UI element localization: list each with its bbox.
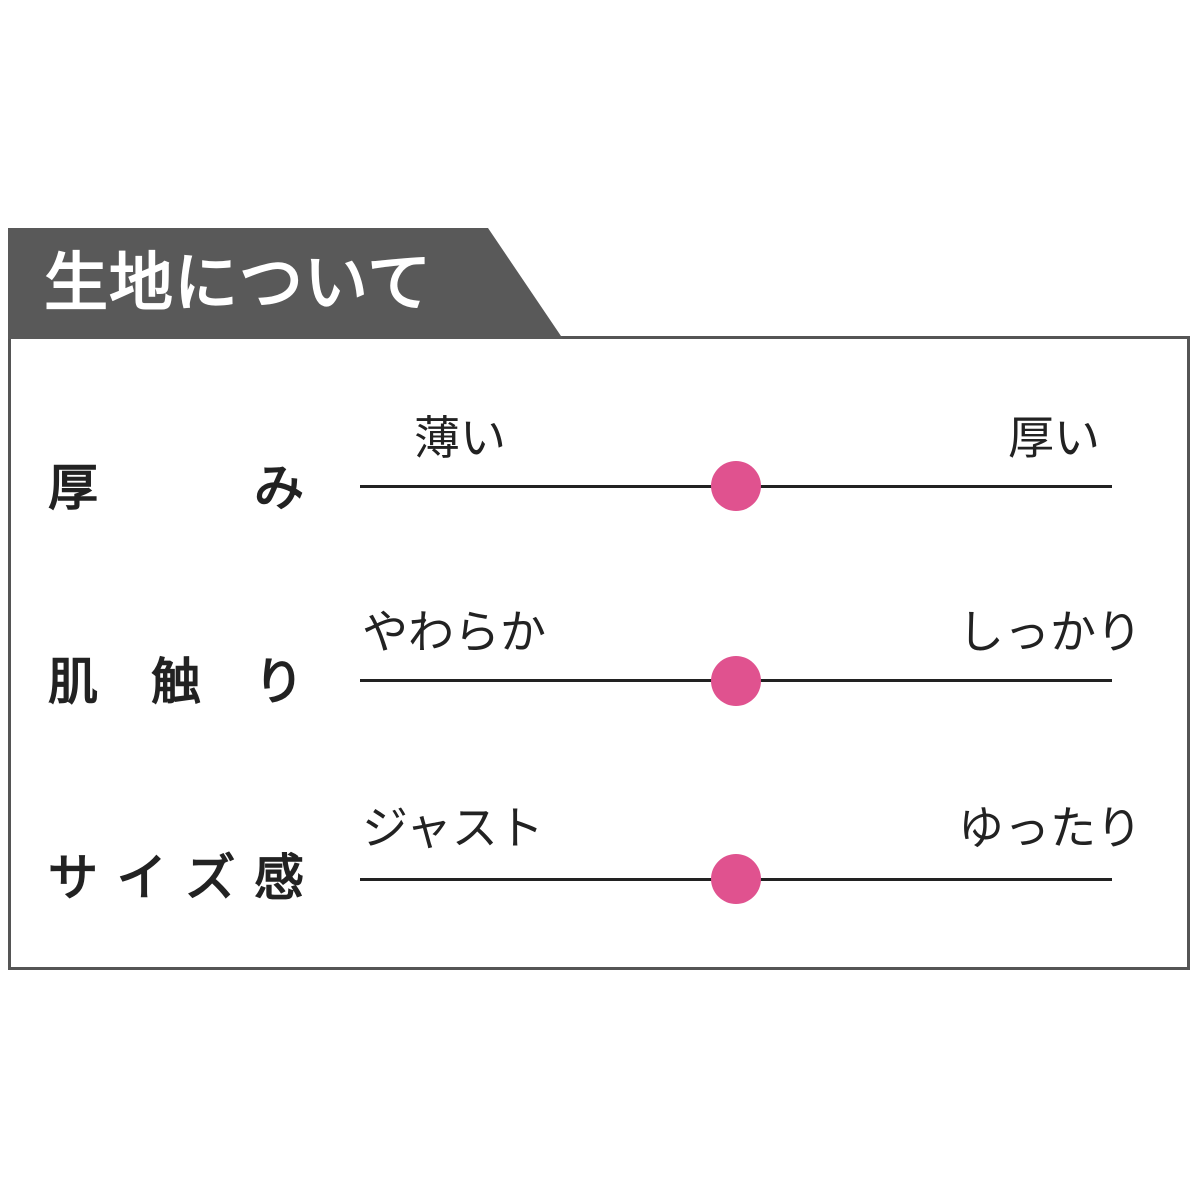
row-label-texture: 肌 触 り <box>48 652 304 712</box>
fabric-info-panel <box>8 336 1190 970</box>
header-title: 生地について <box>44 247 433 321</box>
row-label-char: 感 <box>253 849 304 907</box>
row-label-char: み <box>254 459 304 517</box>
row-label-thickness: 厚 み <box>48 458 304 518</box>
row-label-char: 厚 <box>48 459 98 517</box>
row-label-char: 触 <box>151 653 201 711</box>
scale-marker-thickness <box>711 461 761 511</box>
row-label-char: ズ <box>185 849 236 907</box>
row-label-char: イ <box>116 849 167 907</box>
scale-left-label-texture: やわらか <box>362 605 546 659</box>
scale-right-label-size-feel: ゆったり <box>958 801 1142 855</box>
scale-right-label-thickness: 厚い <box>1008 411 1100 465</box>
scale-left-label-thickness: 薄い <box>414 411 506 465</box>
scale-right-label-texture: しっかり <box>958 605 1142 659</box>
row-label-size-feel: サ イ ズ 感 <box>48 848 304 908</box>
row-label-char: サ <box>48 849 98 907</box>
row-label-char: 肌 <box>48 653 98 711</box>
scale-marker-texture <box>711 656 761 706</box>
scale-marker-size-feel <box>711 854 761 904</box>
header-tab <box>8 228 563 339</box>
scale-left-label-size-feel: ジャスト <box>362 801 544 855</box>
row-label-char: り <box>254 653 304 711</box>
